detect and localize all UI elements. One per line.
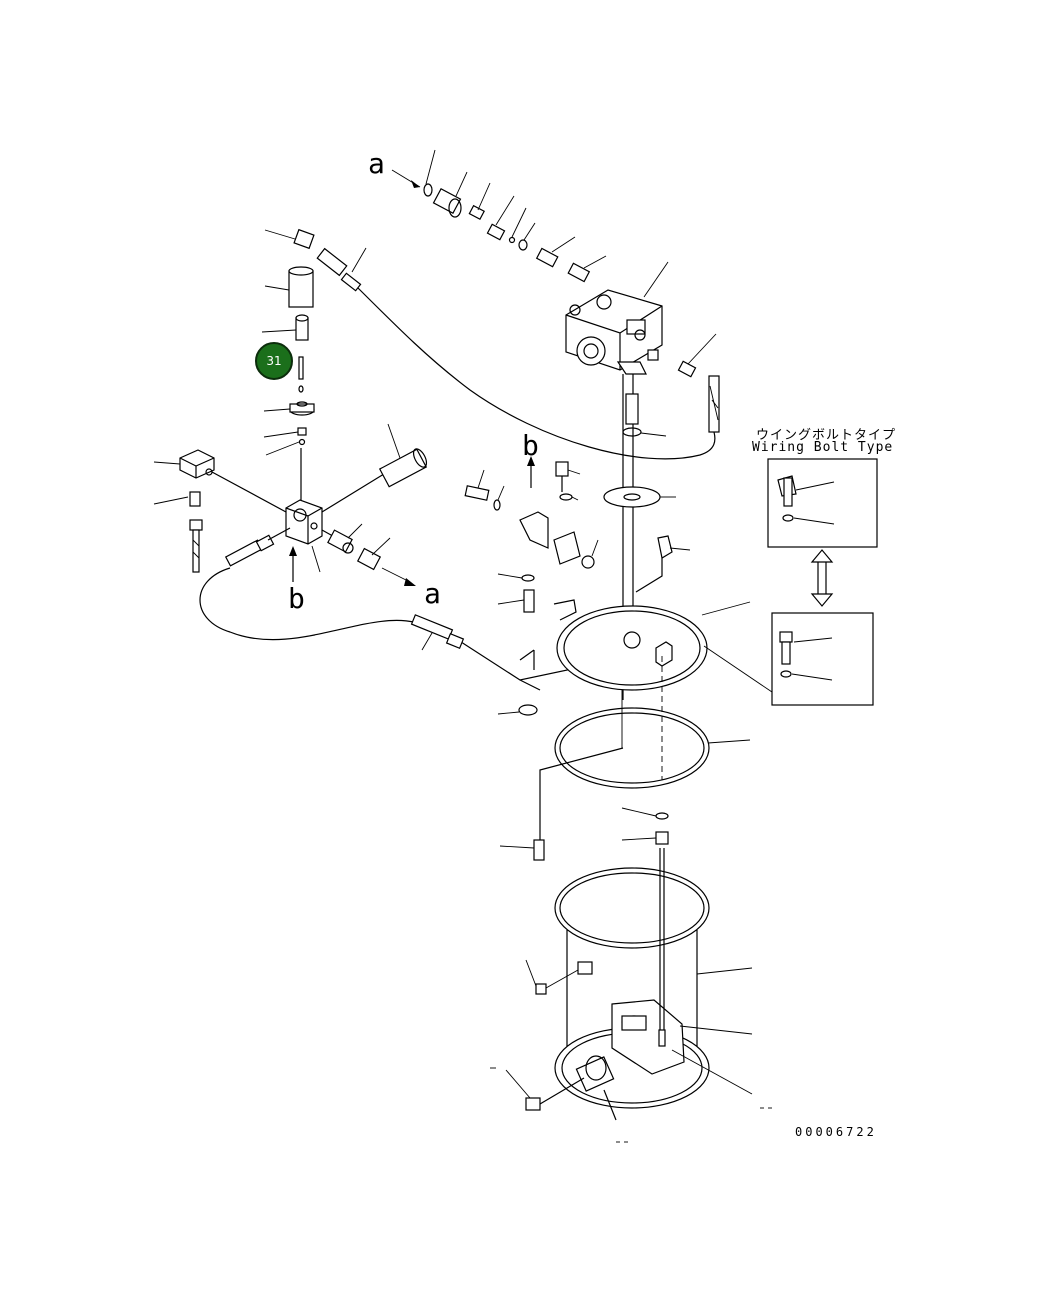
inset-title-en: Wiring Bolt Type [752, 440, 894, 455]
top-fitting-chain [391, 149, 607, 283]
left-exploded-parts [153, 228, 428, 586]
inset-wing-bolt [767, 458, 878, 548]
callout-b-bottom: b [288, 582, 305, 615]
callout-a-top: a [368, 147, 385, 180]
callout-a-right: a [424, 577, 441, 610]
inset-hex-bolt [703, 612, 874, 706]
drawing-number: 00006722 [795, 1125, 877, 1139]
callout-b-top: b [522, 429, 539, 462]
hose-lines [199, 247, 716, 691]
mid-brackets [464, 456, 691, 613]
inset-title-jp: ウイングボルトタイプ [756, 428, 897, 443]
valve-assembly [565, 261, 720, 700]
part-callout-badge[interactable]: 31 [255, 342, 293, 380]
tank-assembly [497, 599, 753, 1121]
inset-arrow [810, 549, 834, 607]
